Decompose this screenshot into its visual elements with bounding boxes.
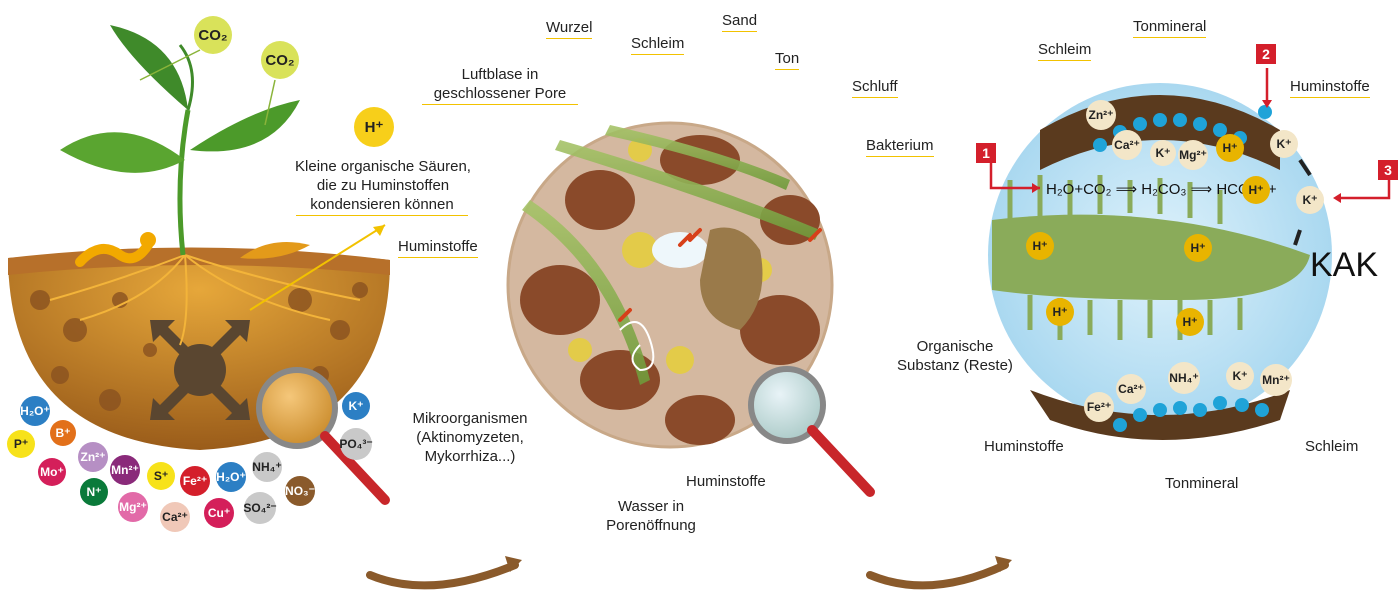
label-schleim-top: Schleim (1038, 41, 1091, 61)
ion-po4: PO₄³⁻ (340, 428, 372, 460)
co2-label-a: CO₂ (200, 24, 226, 46)
ion-h2o-1: H₂O⁺ (20, 396, 50, 426)
label-mikro-2: (Aktinomyzeten, (400, 429, 540, 447)
label-ton: Ton (775, 50, 799, 70)
label-tonmineral-bottom: Tonmineral (1165, 475, 1238, 493)
ion-h2o-2: H₂O⁺ (216, 462, 246, 492)
label-organische-2: Substanz (Reste) (880, 357, 1030, 375)
label-tonmineral-top: Tonmineral (1133, 18, 1206, 38)
ion-fe: Fe²⁺ (180, 466, 210, 496)
label-mikro-1: Mikroorganismen (400, 410, 540, 428)
ion-right-h-2: H⁺ (1184, 234, 1212, 262)
ion-right-k-1: K⁺ (1150, 140, 1176, 166)
ion-right-ca-bottom: Ca²⁺ (1116, 374, 1146, 404)
label-huminstoffe-mid-bottom: Huminstoffe (686, 473, 766, 491)
ion-ca: Ca²⁺ (160, 502, 190, 532)
hplus-label: H⁺ (362, 116, 386, 138)
label-huminstoffe-bottom-left: Huminstoffe (984, 438, 1064, 456)
ion-right-k-exchange: K⁺ (1296, 186, 1324, 214)
ion-mg: Mg²⁺ (118, 492, 148, 522)
ion-right-mn: Mn²⁺ (1260, 364, 1292, 396)
ion-mo: Mo⁺ (38, 458, 66, 486)
co2-label-b: CO₂ (267, 49, 293, 71)
ion-n: N⁺ (80, 478, 108, 506)
ion-right-ca: Ca²⁺ (1112, 130, 1142, 160)
ion-mn: Mn²⁺ (110, 455, 140, 485)
ion-no3: NO₃⁻ (285, 476, 315, 506)
label-luftblase-2: geschlossener Pore (422, 85, 578, 105)
ion-right-h-3: H⁺ (1046, 298, 1074, 326)
ion-right-k-2: K⁺ (1270, 130, 1298, 158)
magnifier-middle (751, 369, 870, 492)
badge-1: 1 (976, 143, 996, 163)
label-sand: Sand (722, 12, 757, 32)
ion-right-h-top: H⁺ (1216, 134, 1244, 162)
label-wasser-1: Wasser in (596, 498, 706, 516)
acid-text-3: kondensieren können (296, 196, 468, 216)
acid-text-2: die zu Huminstoffen (283, 177, 483, 195)
acid-text-1: Kleine organische Säuren, (283, 158, 483, 176)
ion-right-nh4: NH₄⁺ (1168, 362, 1200, 394)
label-schleim-mid: Schleim (631, 35, 684, 55)
label-huminstoffe-right: Huminstoffe (1290, 78, 1370, 98)
ion-right-mg: Mg²⁺ (1178, 140, 1208, 170)
ion-nh4: NH₄⁺ (252, 452, 282, 482)
flow-arrow-2 (870, 565, 1005, 585)
ion-zn: Zn²⁺ (78, 442, 108, 472)
label-mikro-3: Mykorrhiza...) (400, 448, 540, 466)
ion-s: S⁺ (147, 462, 175, 490)
kak-label: KAK (1310, 246, 1378, 285)
label-bakterium: Bakterium (866, 137, 934, 157)
label-schluff: Schluff (852, 78, 898, 98)
label-luftblase-1: Luftblase in (420, 66, 580, 84)
ion-p: P⁺ (7, 430, 35, 458)
ion-right-fe: Fe²⁺ (1084, 392, 1114, 422)
label-organische-1: Organische (880, 338, 1030, 356)
ion-b: B⁺ (50, 420, 76, 446)
label-wasser-2: Porenöffnung (596, 517, 706, 535)
ion-right-zn: Zn²⁺ (1086, 100, 1116, 130)
ion-so4: SO₄²⁻ (244, 492, 276, 524)
flow-arrow-1 (370, 565, 515, 585)
label-wurzel: Wurzel (546, 19, 592, 39)
ion-right-h-1: H⁺ (1026, 232, 1054, 260)
ion-right-h-eq: H⁺ (1242, 176, 1270, 204)
badge-2: 2 (1256, 44, 1276, 64)
label-schleim-bottom-right: Schleim (1305, 438, 1358, 456)
ion-right-h-4: H⁺ (1176, 308, 1204, 336)
badge-3: 3 (1378, 160, 1398, 180)
label-huminstoffe-mid-left: Huminstoffe (398, 238, 478, 258)
ion-right-k-bottom: K⁺ (1226, 362, 1254, 390)
ion-k: K⁺ (342, 392, 370, 420)
ion-cu: Cu⁺ (204, 498, 234, 528)
